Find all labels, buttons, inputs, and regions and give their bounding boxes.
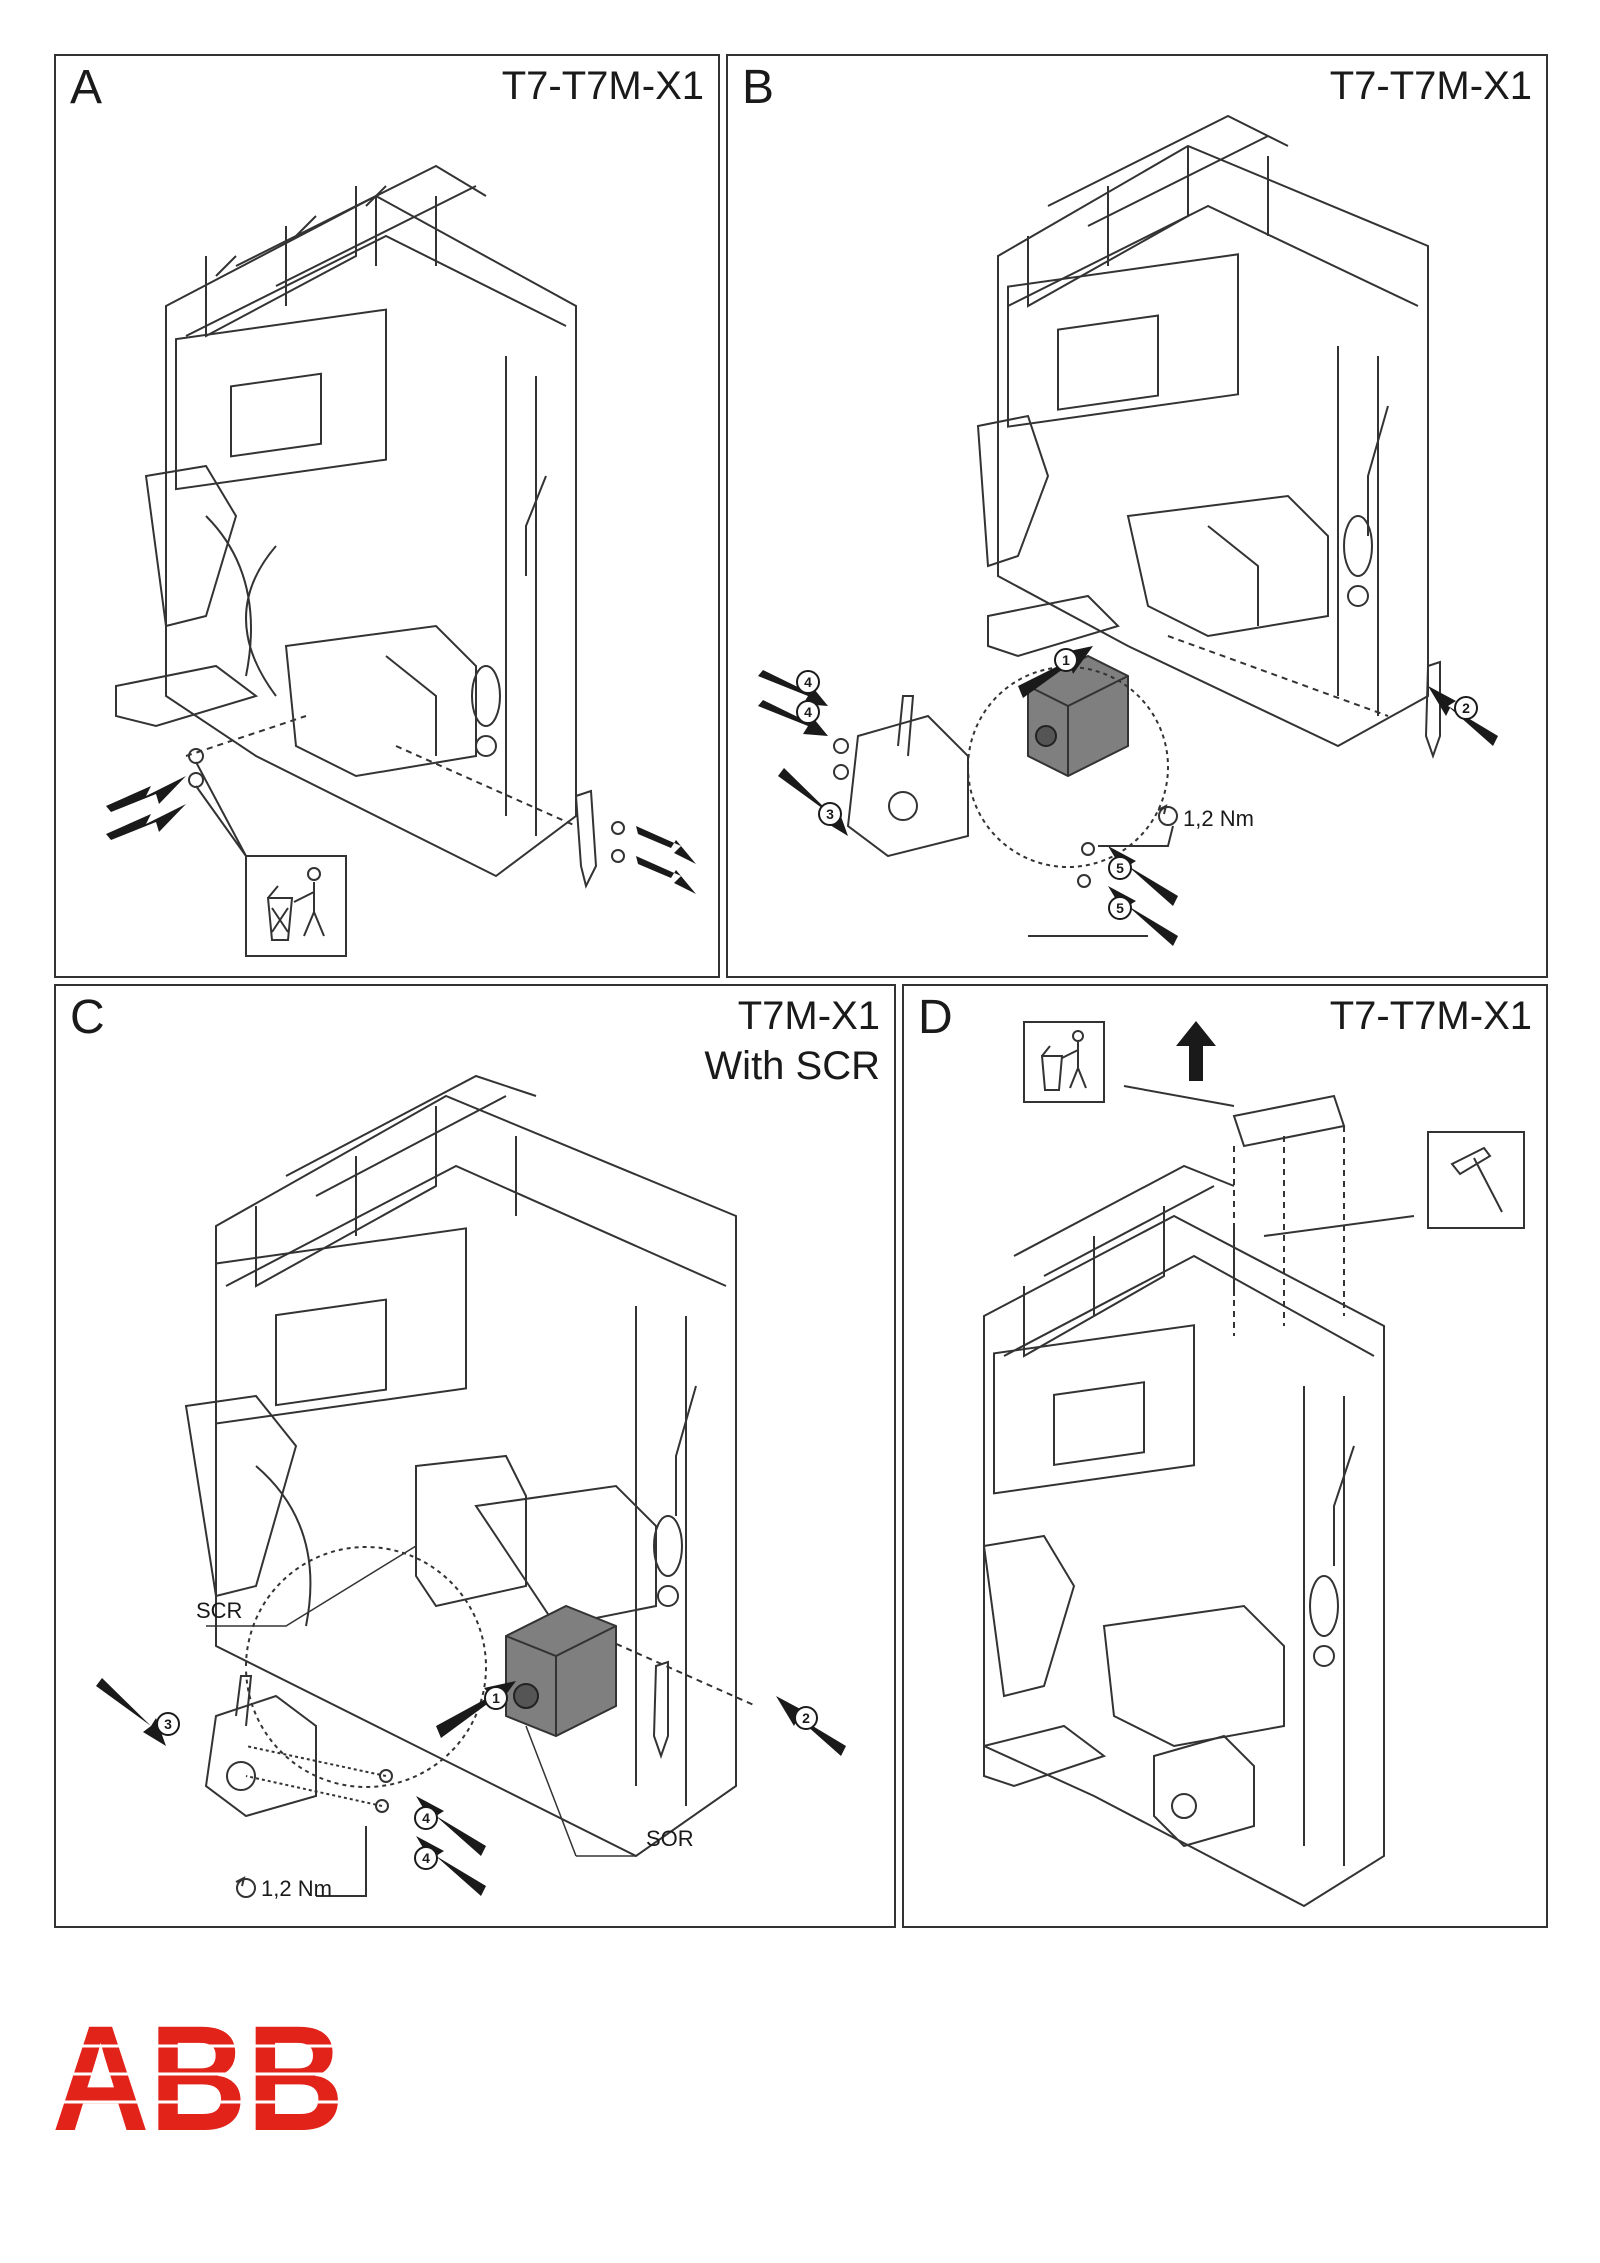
logo-text: ABB [52, 2018, 344, 2138]
breaker-drawing-c: SCR SOR 1,2 Nm 1 2 3 4 4 [96, 1074, 846, 1901]
panel-model: T7-T7M-X1 [501, 64, 704, 108]
step-number: 5 [1116, 860, 1124, 876]
panel-letter: C [70, 991, 105, 1044]
step-number: 4 [422, 1850, 430, 1866]
sor-label: SOR [646, 1826, 694, 1851]
panel-letter: A [70, 61, 103, 114]
step-number: 4 [804, 704, 812, 720]
breaker-drawing-b: 1,2 Nm 1 2 3 4 4 5 5 [758, 114, 1498, 946]
panel-model: T7-T7M-X1 [1329, 64, 1532, 108]
torque-value: 1,2 Nm [261, 1876, 332, 1901]
torque-icon [1157, 804, 1178, 826]
step-number: 2 [1462, 700, 1470, 716]
panel-letter: B [742, 61, 775, 114]
trash-bin-icon [1023, 1021, 1105, 1103]
step-number: 3 [164, 1716, 172, 1732]
breaker-drawing-d [982, 1021, 1525, 1908]
step-number: 4 [422, 1810, 430, 1826]
step-number: 4 [804, 674, 812, 690]
breaker-drawing-a [106, 164, 696, 957]
panel-b: B T7-T7M-X1 [726, 54, 1548, 978]
shunt-opening-release [505, 1604, 617, 1738]
step-number: 3 [826, 806, 834, 822]
panel-letter: D [918, 991, 953, 1044]
step-number: 2 [802, 1710, 810, 1726]
panel-c: C T7M-X1 With SCR [54, 984, 896, 1928]
shunt-opening-release [1027, 654, 1129, 778]
torque-value: 1,2 Nm [1183, 806, 1254, 831]
panel-model: T7-T7M-X1 [1329, 994, 1532, 1038]
step-number: 5 [1116, 900, 1124, 916]
hammer-icon [1427, 1131, 1525, 1229]
step-number: 1 [492, 1690, 500, 1706]
panel-a: A T7-T7M-X1 [54, 54, 720, 978]
abb-logo: ABB [52, 2018, 352, 2138]
torque-icon [235, 1876, 256, 1898]
panel-subtitle: With SCR [704, 1044, 880, 1088]
arrow-icon [1176, 1021, 1216, 1081]
panel-model: T7M-X1 [737, 994, 880, 1038]
panel-d: D T7-T7M-X1 [902, 984, 1548, 1928]
step-number: 1 [1062, 652, 1070, 668]
trash-bin-icon [245, 855, 347, 957]
scr-label: SCR [196, 1598, 242, 1623]
